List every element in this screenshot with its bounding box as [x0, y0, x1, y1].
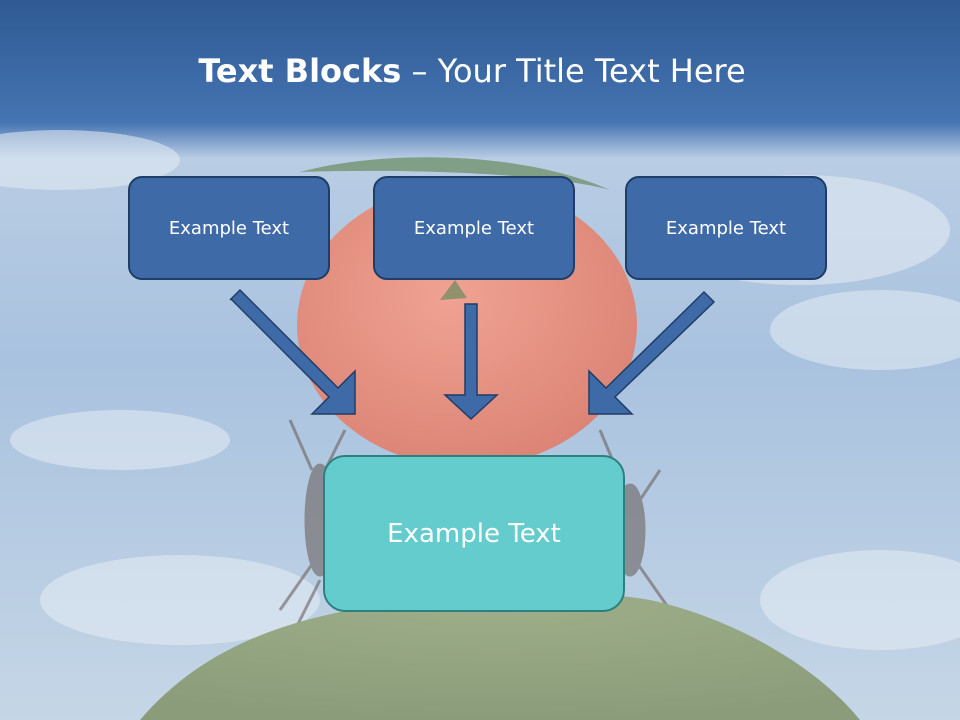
text-block-left-label: Example Text	[168, 217, 290, 239]
text-block-right-label: Example Text	[665, 217, 787, 239]
title-bold: Text Blocks	[198, 52, 402, 90]
title-separator: –	[401, 52, 438, 90]
text-block-main[interactable]: Example Text	[323, 455, 625, 612]
text-block-right[interactable]: Example Text	[625, 176, 827, 280]
moss-hill-icon	[140, 590, 860, 720]
text-block-left[interactable]: Example Text	[128, 176, 330, 280]
text-block-center-label: Example Text	[413, 217, 535, 239]
text-block-main-label: Example Text	[387, 518, 561, 549]
title-rest: Your Title Text Here	[437, 52, 746, 90]
slide-title: Text Blocks – Your Title Text Here	[0, 52, 944, 90]
text-block-center[interactable]: Example Text	[373, 176, 575, 280]
